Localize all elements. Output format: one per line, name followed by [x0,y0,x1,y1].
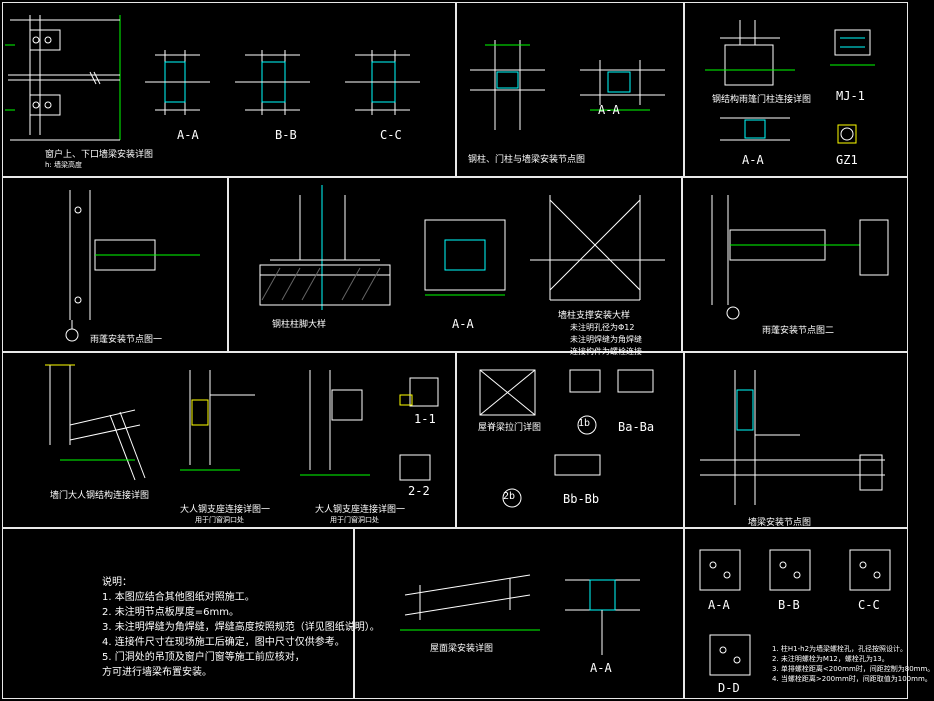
canopy-section-aa [720,117,790,141]
bracing-notes: 未注明孔径为Φ12 未注明焊缝为角焊缝 连接构件为螺栓连接 [570,322,642,358]
panel-ridge-beam [456,352,684,528]
panel-column-girt [456,2,684,177]
panel-canopy-column [684,2,908,177]
bracing-note-3: 连接构件为螺栓连接 [570,347,642,356]
section-notes: 1. 柱H1-h2为墙梁螺栓孔，孔径按照设计。 2. 未注明螺栓为M12，螺栓孔… [772,644,934,684]
caption-canopy-node-2: 雨蓬安装节点图二 [762,326,835,336]
section-note-2: 2. 未注明螺栓为M12，螺栓孔为13。 [772,655,889,663]
window-girt-elevation [5,15,121,141]
subcaption-lintel-support-2: 用于门窗洞口处 [330,516,379,524]
roof-beam-detail [400,574,540,631]
canopy-node-1 [65,190,200,342]
label-section-dd-6: D-D [718,681,740,695]
column-base-elevation [259,185,391,310]
label-section-bb-bb: Bb-Bb [563,492,600,506]
mj1-plate [830,29,875,66]
panel-notes [2,528,354,699]
panel-canopy-node-1 [2,177,228,352]
label-mark-2b: 2b [503,491,516,502]
caption-canopy-node-1: 雨蓬安装节点图一 [90,335,163,345]
panel-column-base [228,177,682,352]
label-section-aa-4: A-A [452,317,474,331]
panel-sections [684,528,908,699]
caption-gate-steel: 墙门大人钢结构连接详图 [50,491,150,501]
section-details [699,549,891,676]
section-aa-small-1 [145,50,210,115]
lintel-support-2 [300,370,439,481]
girt-node [700,370,885,505]
label-section-aa-6: A-A [708,598,730,612]
note-5: 5. 门洞处的吊顶及窗户门窗等施工前应核对， [102,652,305,663]
label-section-1-1: 1-1 [414,412,436,426]
label-section-2-2: 2-2 [408,484,430,498]
ridge-beam-details [479,369,654,508]
drawing-linework [5,15,891,676]
caption-column-base: 钢柱柱脚大样 [272,320,327,330]
caption-ridge-beam: 屋脊梁拉门详图 [478,423,542,433]
label-section-ba-ba: Ba-Ba [618,420,655,434]
label-section-bb-6: B-B [778,598,800,612]
caption-window-girt: 窗户上、下口墙梁安装详图 [45,150,154,160]
panel-girt-node [684,352,908,528]
caption-lintel-support-1: 大人钢支座连接详图一 [180,505,271,515]
lintel-support-1 [180,370,255,471]
label-section-cc-6: C-C [858,598,880,612]
label-section-aa-3: A-A [742,153,764,167]
section-note-1: 1. 柱H1-h2为墙梁螺栓孔，孔径按照设计。 [772,645,908,653]
subcaption-lintel-support-1: 用于门窗洞口处 [195,516,244,524]
label-gz1: GZ1 [836,153,858,167]
column-girt-node [470,40,545,130]
note-1: 1. 本图应结合其他图纸对照施工。 [102,592,255,603]
label-mark-1b: 1b [578,418,591,429]
canopy-column-detail [705,20,795,86]
note-6: 方可进行墙梁布置安装。 [102,667,212,678]
column-girt-section-aa [580,60,665,111]
label-mj1: MJ-1 [836,89,865,103]
label-section-bb-1: B-B [275,128,297,142]
general-notes: 说明： 1. 本图应结合其他图纸对照施工。 2. 未注明节点板厚度=6mm。 3… [102,575,380,680]
note-2: 2. 未注明节点板厚度=6mm。 [102,607,239,618]
gz1-column [837,124,857,144]
panel-roof-beam [354,528,684,699]
gate-steel-connection [45,364,146,481]
column-bracing-detail [530,195,665,301]
subcaption-window-girt: h: 墙梁高度 [45,161,83,169]
notes-title: 说明： [102,577,132,588]
caption-lintel-support-2: 大人钢支座连接详图一 [315,505,406,515]
caption-column-bracing: 墙柱支撑安装大样 [558,311,631,321]
panel-canopy-node-2 [682,177,908,352]
canopy-node-2 [711,195,889,320]
caption-roof-beam: 屋面梁安装详图 [430,644,494,654]
caption-column-girt: 钢柱、门柱与墙梁安装节点图 [468,155,586,165]
note-3: 3. 未注明焊缝为角焊缝，焊缝高度按照规范（详见图纸说明）。 [102,622,380,633]
panel-window-girt [2,2,456,177]
label-section-cc-1: C-C [380,128,402,142]
roof-beam-section-aa [565,579,640,655]
label-section-aa-1: A-A [177,128,199,142]
note-4: 4. 连接件尺寸在现场施工后确定，图中尺寸仅供参考。 [102,637,345,648]
section-bb-small-1 [235,50,310,115]
bracing-note-1: 未注明孔径为Φ12 [570,323,635,332]
label-section-aa-5: A-A [590,661,612,675]
column-base-plan [424,219,506,296]
section-note-4: 4. 当螺栓距离>200mm时，间距取值为100mm。 [772,675,932,683]
section-cc-small-1 [345,50,420,115]
caption-girt-node: 墙梁安装节点图 [748,518,812,528]
bracing-note-2: 未注明焊缝为角焊缝 [570,335,642,344]
section-note-3: 3. 单排螺栓距离<200mm时，间距控制为80mm。 [772,665,934,673]
label-section-aa-2: A-A [598,103,620,117]
panel-gate-steel [2,352,456,528]
caption-canopy-column: 钢结构雨篷门柱连接详图 [712,95,812,105]
